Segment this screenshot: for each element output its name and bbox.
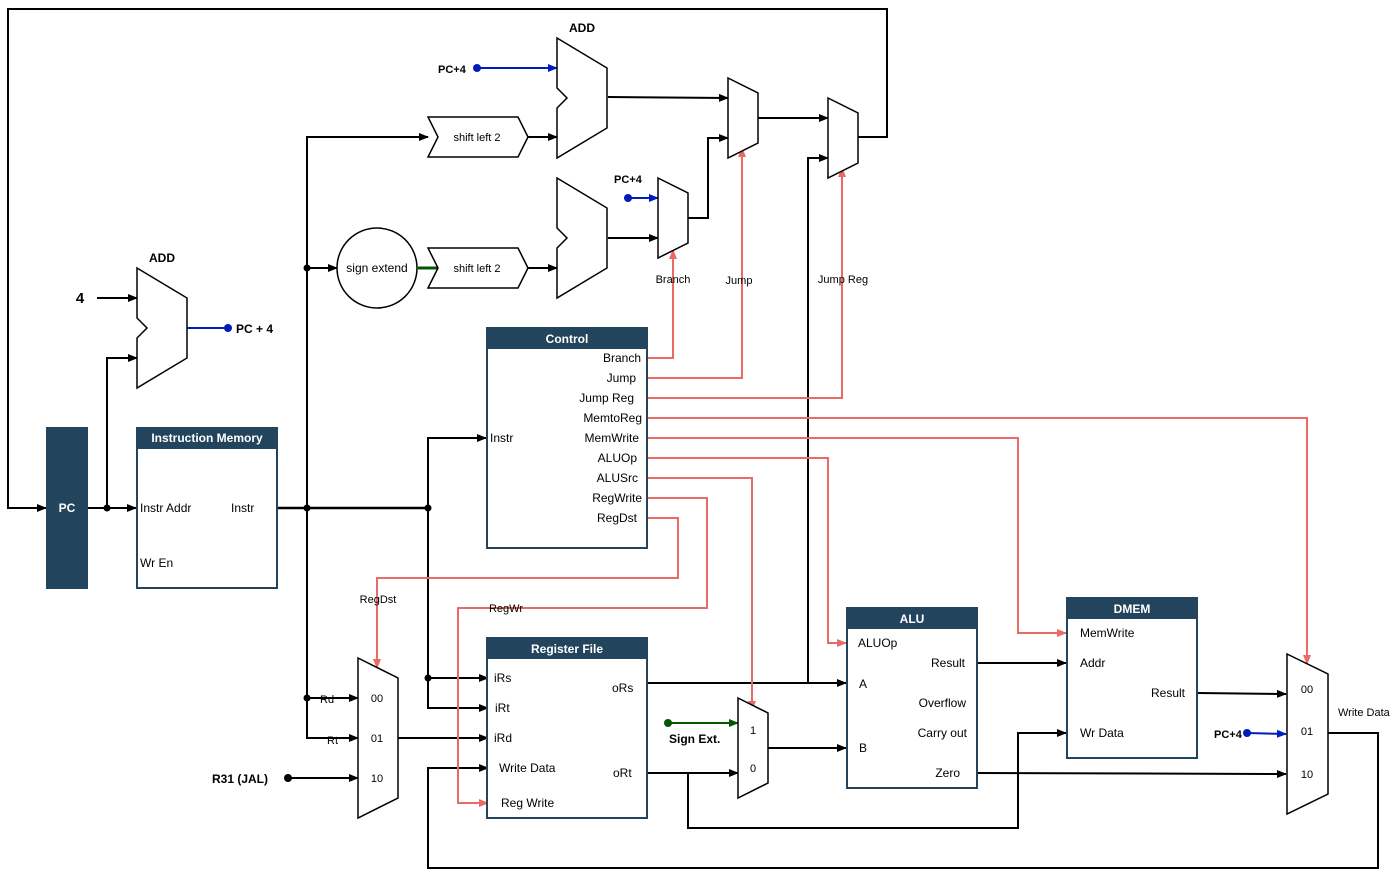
regfile-in-write-data: Write Data xyxy=(499,761,556,775)
dmem-out-result: Result xyxy=(1151,686,1186,700)
regdst-in-00: 00 xyxy=(371,693,383,705)
control-out-memtoreg: MemtoReg xyxy=(583,411,642,425)
jump-select-label: Jump xyxy=(726,275,753,287)
data-wires xyxy=(7,8,1379,869)
wb-in-00: 00 xyxy=(1301,684,1313,696)
control-header xyxy=(486,327,648,349)
pc-adder-title: ADD xyxy=(149,251,175,265)
jump-reg-select-label: Jump Reg xyxy=(818,274,868,286)
write-data-label: Write Data xyxy=(1338,707,1391,719)
control-out-memwrite: MemWrite xyxy=(585,431,640,445)
regdst-mux xyxy=(357,656,399,820)
pc-adder xyxy=(136,266,188,390)
sign-ext-label: Sign Ext. xyxy=(669,732,720,746)
instruction-memory-title: Instruction Memory xyxy=(151,431,263,445)
control-out-regdst: RegDst xyxy=(597,511,638,525)
control-out-regwrite: RegWrite xyxy=(592,491,642,505)
jump-mux xyxy=(727,76,759,160)
shift-left-jump xyxy=(426,116,529,158)
alusrc-in-0: 0 xyxy=(750,763,756,775)
jump-adder xyxy=(556,36,608,160)
data-memory-title: DMEM xyxy=(1114,602,1151,616)
control-outputs: Branch Jump Jump Reg MemtoReg MemWrite A… xyxy=(579,351,642,525)
control-out-jump-reg: Jump Reg xyxy=(579,391,634,405)
control-wires xyxy=(373,147,1311,807)
wb-pc4-label: PC+4 xyxy=(1214,729,1243,741)
dmem-in-wr-data: Wr Data xyxy=(1080,726,1124,740)
regdst-in-10: 10 xyxy=(371,773,383,785)
shift-left-branch-label: shift left 2 xyxy=(453,263,500,275)
regfile-in-irs: iRs xyxy=(494,671,511,685)
alu-out-zero: Zero xyxy=(935,766,960,780)
control-title: Control xyxy=(546,332,589,346)
imem-wr-en-label: Wr En xyxy=(140,556,173,570)
jump-adder-pc4-label: PC+4 xyxy=(438,64,467,76)
branch-mux-pc4-label: PC+4 xyxy=(614,174,643,186)
control-unit xyxy=(486,327,648,549)
sign-extend-label: sign extend xyxy=(346,261,407,275)
regfile-in-irt: iRt xyxy=(495,701,510,715)
shift-left-branch xyxy=(426,247,529,289)
r31-label: R31 (JAL) xyxy=(212,772,268,786)
instruction-memory-header xyxy=(136,427,278,449)
register-file-header xyxy=(486,637,648,659)
rd-label: Rd xyxy=(320,694,334,706)
alusrc-mux xyxy=(737,696,769,800)
jump-reg-mux xyxy=(827,96,859,180)
branch-adder xyxy=(556,176,608,300)
alu-in-b: B xyxy=(859,741,867,755)
wb-in-01: 01 xyxy=(1301,726,1313,738)
regfile-out-ort: oRt xyxy=(613,766,632,780)
wb-in-10: 10 xyxy=(1301,769,1313,781)
control-out-aluop: ALUOp xyxy=(598,451,638,465)
jump-adder-title: ADD xyxy=(569,21,595,35)
dmem-in-memwrite: MemWrite xyxy=(1080,626,1135,640)
shift-left-jump-label: shift left 2 xyxy=(453,132,500,144)
alu-header xyxy=(846,607,978,629)
branch-select-label: Branch xyxy=(656,274,691,286)
dmem-in-addr: Addr xyxy=(1080,656,1105,670)
regdst-in-01: 01 xyxy=(371,733,383,745)
alu xyxy=(846,607,978,789)
pc-label: PC xyxy=(59,501,76,515)
register-file xyxy=(486,637,648,819)
control-out-jump: Jump xyxy=(607,371,637,385)
control-out-alusrc: ALUSrc xyxy=(597,471,638,485)
regfile-out-ors: oRs xyxy=(612,681,633,695)
alu-out-result: Result xyxy=(931,656,966,670)
instruction-memory xyxy=(136,427,278,589)
control-out-branch: Branch xyxy=(603,351,641,365)
branch-mux xyxy=(657,176,689,260)
pc-plus-4-label: PC + 4 xyxy=(236,322,273,336)
alu-title: ALU xyxy=(900,612,925,626)
alusrc-in-1: 1 xyxy=(750,725,756,737)
rt-label: Rt xyxy=(327,735,338,747)
alu-in-a: A xyxy=(859,677,867,691)
junction-dots xyxy=(103,264,432,782)
pc4-wires xyxy=(187,64,1287,738)
regfile-in-ird: iRd xyxy=(494,731,512,745)
control-instr-label: Instr xyxy=(490,431,513,445)
register-file-title: Register File xyxy=(531,642,603,656)
regfile-in-reg-write: Reg Write xyxy=(501,796,554,810)
sign-extend-unit xyxy=(336,227,418,309)
writeback-mux xyxy=(1286,652,1329,816)
data-memory-header xyxy=(1066,597,1198,619)
alu-out-overflow: Overflow xyxy=(919,696,967,710)
imem-instr-label: Instr xyxy=(231,501,254,515)
pc-register xyxy=(46,427,88,589)
alu-out-carry: Carry out xyxy=(918,726,968,740)
imem-instr-addr-label: Instr Addr xyxy=(140,501,191,515)
regdst-select-label: RegDst xyxy=(360,594,397,606)
alu-in-aluop: ALUOp xyxy=(858,636,898,650)
const-four-label: 4 xyxy=(76,290,85,307)
regwr-label: RegWr xyxy=(489,603,523,615)
